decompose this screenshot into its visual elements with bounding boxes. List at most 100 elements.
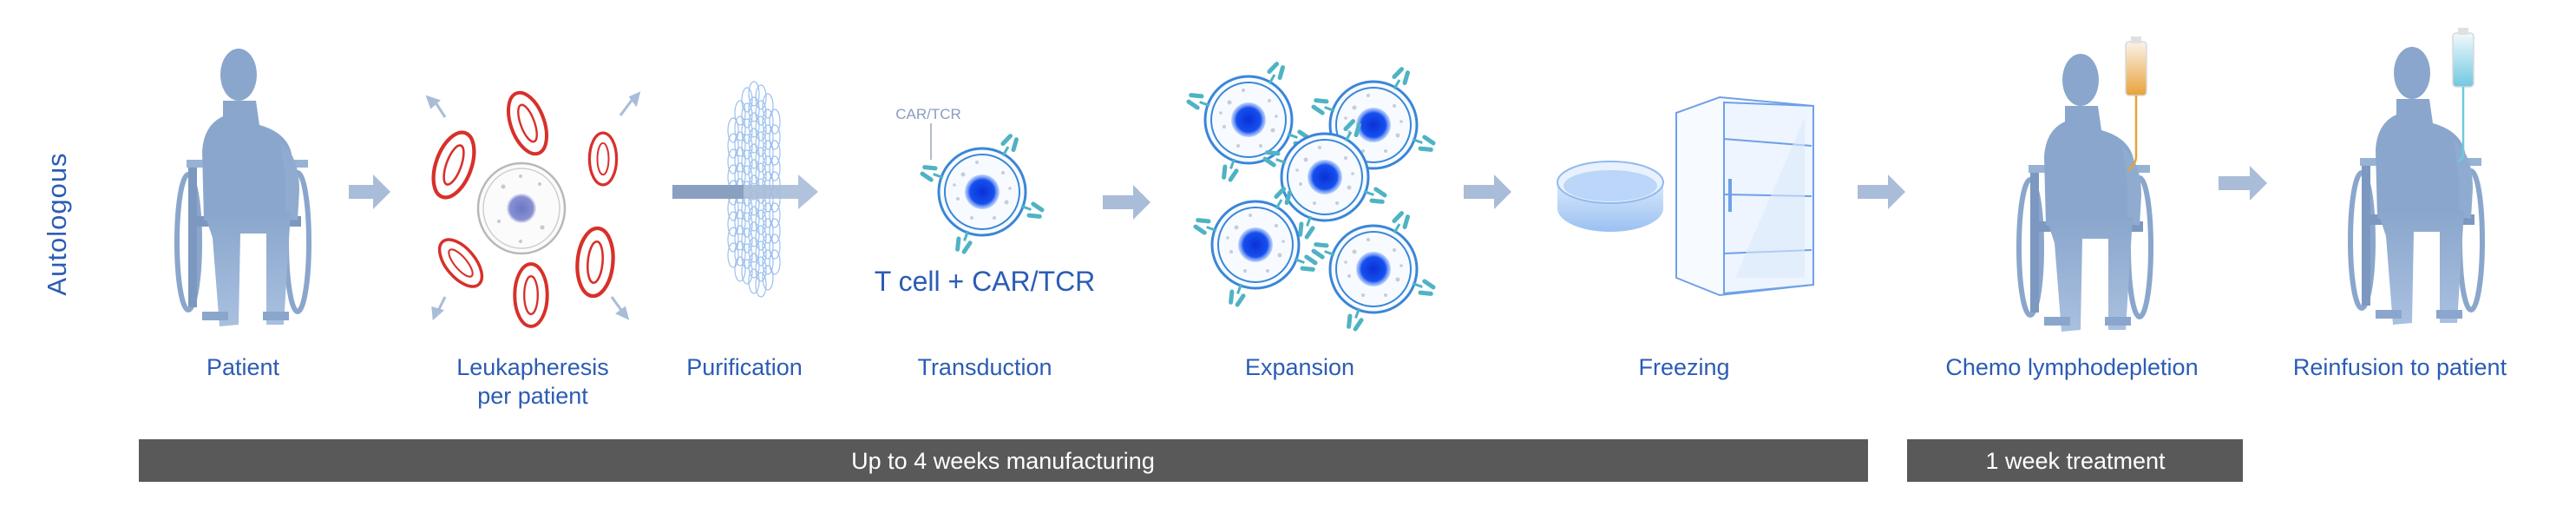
filter-element — [762, 124, 774, 150]
filter-element — [748, 81, 760, 107]
filter-element — [762, 265, 774, 291]
filter-element — [734, 131, 746, 157]
step-label-purification: Purification — [686, 354, 803, 380]
arrow-right-icon — [349, 174, 390, 209]
red-blood-cell-icon — [425, 127, 482, 202]
purification-arrow-shaft — [672, 185, 744, 199]
step-label-freezing: Freezing — [1638, 354, 1729, 380]
filter-element — [769, 234, 781, 260]
manufacturing-phase-bar — [139, 439, 1868, 482]
step-label-leukapheresis: Leukapheresis — [456, 354, 609, 380]
manufacturing-phase-label: Up to 4 weeks manufacturing — [851, 448, 1155, 474]
filter-element — [769, 155, 781, 181]
filter-element — [762, 109, 774, 135]
filter-element — [769, 140, 781, 166]
filter-element — [755, 209, 767, 235]
leukapheresis-illustration — [425, 88, 641, 328]
transduction-illustration: CAR/TCR T cell + CAR/TCR — [875, 106, 1096, 297]
filter-element — [727, 117, 739, 143]
filter-element — [734, 115, 746, 142]
treatment-phase-label: 1 week treatment — [1985, 448, 2166, 474]
filter-element — [734, 209, 746, 235]
iv-bag-icon — [2125, 36, 2147, 172]
petri-dish-icon — [1557, 161, 1664, 232]
red-blood-cell-icon — [587, 131, 619, 187]
filter-element — [762, 202, 774, 228]
filter-element — [741, 118, 753, 144]
white-blood-cell-icon — [476, 161, 567, 255]
filter-element — [727, 148, 739, 174]
filter-element — [762, 249, 774, 275]
filter-element — [741, 102, 753, 128]
filter-element — [748, 143, 760, 169]
red-blood-cell-icon — [429, 230, 492, 296]
filter-element — [755, 115, 767, 142]
filter-element — [762, 140, 774, 166]
dispersion-arrows — [425, 91, 641, 321]
filter-element — [741, 87, 753, 113]
step-label-chemo: Chemo lymphodepletion — [1945, 354, 2198, 380]
step-label-leukapheresis-line2: per patient — [477, 383, 588, 409]
filter-element — [755, 225, 767, 251]
filter-element — [755, 100, 767, 126]
t-cell-caption: T cell + CAR/TCR — [875, 266, 1096, 297]
arrow-right-icon — [2219, 166, 2267, 201]
filter-element — [734, 240, 746, 267]
filter-stack-icon — [727, 81, 781, 298]
filter-element — [727, 211, 739, 237]
step-label-patient: Patient — [206, 354, 280, 380]
filter-element — [748, 96, 760, 122]
filter-element — [755, 256, 767, 282]
filter-element — [727, 242, 739, 268]
red-blood-cell-icon — [574, 227, 615, 297]
filter-element — [755, 131, 767, 157]
filter-element — [755, 84, 767, 110]
step-label-reinfusion: Reinfusion to patient — [2293, 354, 2507, 380]
arrows — [349, 166, 2267, 220]
filter-element — [769, 109, 781, 135]
filter-element — [741, 243, 753, 269]
red-blood-cell-icon — [501, 88, 554, 159]
red-blood-cell-icon — [513, 262, 549, 328]
patient-wheelchair-icon — [177, 49, 309, 326]
filter-element — [762, 234, 774, 260]
filter-element — [748, 128, 760, 154]
filter-element — [748, 221, 760, 247]
filter-element — [741, 259, 753, 285]
t-cell-icon — [921, 135, 1043, 253]
filter-element — [769, 202, 781, 228]
freezer-icon — [1675, 95, 1814, 297]
filter-element — [748, 268, 760, 294]
filter-element — [734, 225, 746, 251]
filter-element — [727, 227, 739, 253]
filter-element — [769, 218, 781, 244]
treatment-phase-bar — [1907, 439, 2243, 482]
filter-element — [755, 147, 767, 173]
filter-element — [748, 206, 760, 232]
filter-element — [762, 155, 774, 181]
filter-element — [755, 272, 767, 298]
filter-element — [762, 93, 774, 119]
step-label-expansion: Expansion — [1245, 354, 1354, 380]
t-cell-icon — [1313, 212, 1434, 330]
iv-bag-icon — [2452, 28, 2474, 163]
filter-element — [734, 256, 746, 282]
arrow-right-icon — [1103, 185, 1150, 220]
filter-element — [748, 253, 760, 279]
filter-element — [748, 237, 760, 263]
filter-element — [741, 149, 753, 175]
filter-element — [769, 124, 781, 150]
arrow-right-icon — [1464, 174, 1511, 209]
filter-element — [748, 112, 760, 138]
filter-element — [727, 133, 739, 159]
filter-element — [769, 249, 781, 275]
step-label-transduction: Transduction — [917, 354, 1052, 380]
purification-arrow — [672, 174, 818, 209]
filter-element — [734, 147, 746, 173]
autologous-label: Autologous — [42, 152, 72, 295]
filter-element — [748, 159, 760, 185]
expansion-illustration — [1188, 63, 1434, 330]
filter-element — [741, 212, 753, 238]
filter-element — [734, 100, 746, 126]
